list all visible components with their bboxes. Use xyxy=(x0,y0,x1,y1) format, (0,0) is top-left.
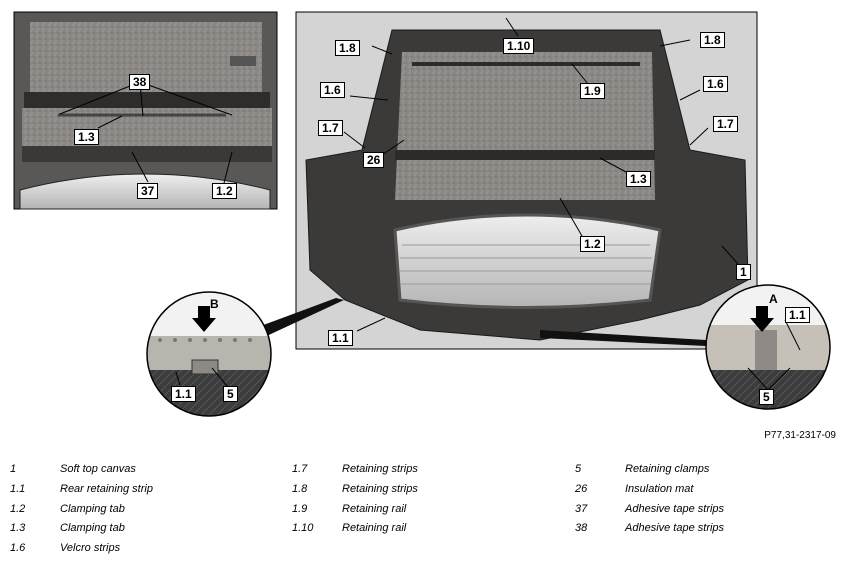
legend-number: 1.1 xyxy=(10,483,26,495)
legend-text: Retaining strips xyxy=(342,483,418,495)
callout-1-3-main: 1.3 xyxy=(626,171,651,187)
legend-text: Retaining rail xyxy=(342,503,407,515)
callout-1-3: 1.3 xyxy=(74,129,99,145)
callout-1-1-b: 1.1 xyxy=(171,386,196,402)
legend-text: Retaining strips xyxy=(342,463,418,475)
legend-number: 26 xyxy=(575,483,588,495)
legend-text: Soft top canvas xyxy=(60,463,136,475)
legend-text: Adhesive tape strips xyxy=(625,522,725,534)
callout-1: 1 xyxy=(736,264,751,280)
legend-number: 1.3 xyxy=(10,522,26,534)
callout-1-7-left: 1.7 xyxy=(318,120,343,136)
callout-1-7-right: 1.7 xyxy=(713,116,738,132)
legend-number: 38 xyxy=(575,522,588,534)
legend-number: 1.10 xyxy=(292,522,314,534)
callout-1-8-left: 1.8 xyxy=(335,40,360,56)
callout-1-6-right: 1.6 xyxy=(703,76,728,92)
callout-1-1-a: 1.1 xyxy=(785,307,810,323)
legend-number: 1 xyxy=(10,463,17,475)
legend-text: Rear retaining strip xyxy=(60,483,153,495)
figure-id: P77,31-2317-09 xyxy=(764,430,836,441)
legend-number: 1.7 xyxy=(292,463,308,475)
callout-5-a: 5 xyxy=(759,389,774,405)
callout-1-10: 1.10 xyxy=(503,38,535,54)
legend-text: Retaining clamps xyxy=(625,463,710,475)
callout-37: 37 xyxy=(137,183,159,199)
callout-1-8-right: 1.8 xyxy=(700,32,725,48)
legend-number: 1.8 xyxy=(292,483,308,495)
leader-lines xyxy=(59,17,801,391)
legend-number: 1.9 xyxy=(292,503,308,515)
callout-26: 26 xyxy=(363,152,385,168)
legend-text: Insulation mat xyxy=(625,483,694,495)
arrow-b-icon xyxy=(192,306,216,332)
legend-text: Clamping tab xyxy=(60,522,125,534)
callout-1-2: 1.2 xyxy=(212,183,237,199)
soft-top-illustration xyxy=(13,11,831,417)
legend-number: 37 xyxy=(575,503,588,515)
legend-number: 1.2 xyxy=(10,503,26,515)
callout-1-6-left: 1.6 xyxy=(320,82,345,98)
callout-38: 38 xyxy=(129,74,151,90)
legend-text: Retaining rail xyxy=(342,522,407,534)
legend-text: Adhesive tape strips xyxy=(625,503,725,515)
callout-1-1-main: 1.1 xyxy=(328,330,353,346)
legend-number: 5 xyxy=(575,463,582,475)
callout-5-b: 5 xyxy=(223,386,238,402)
callout-a: A xyxy=(769,292,778,306)
callout-b: B xyxy=(210,297,219,311)
callout-1-9: 1.9 xyxy=(580,83,605,99)
arrow-a-icon xyxy=(750,306,774,332)
legend-text: Velcro strips xyxy=(60,542,121,554)
main-photo xyxy=(295,11,758,350)
left-photo xyxy=(13,11,278,210)
legend-number: 1.6 xyxy=(10,542,26,554)
callout-1-2-main: 1.2 xyxy=(580,236,605,252)
legend-text: Clamping tab xyxy=(60,503,125,515)
